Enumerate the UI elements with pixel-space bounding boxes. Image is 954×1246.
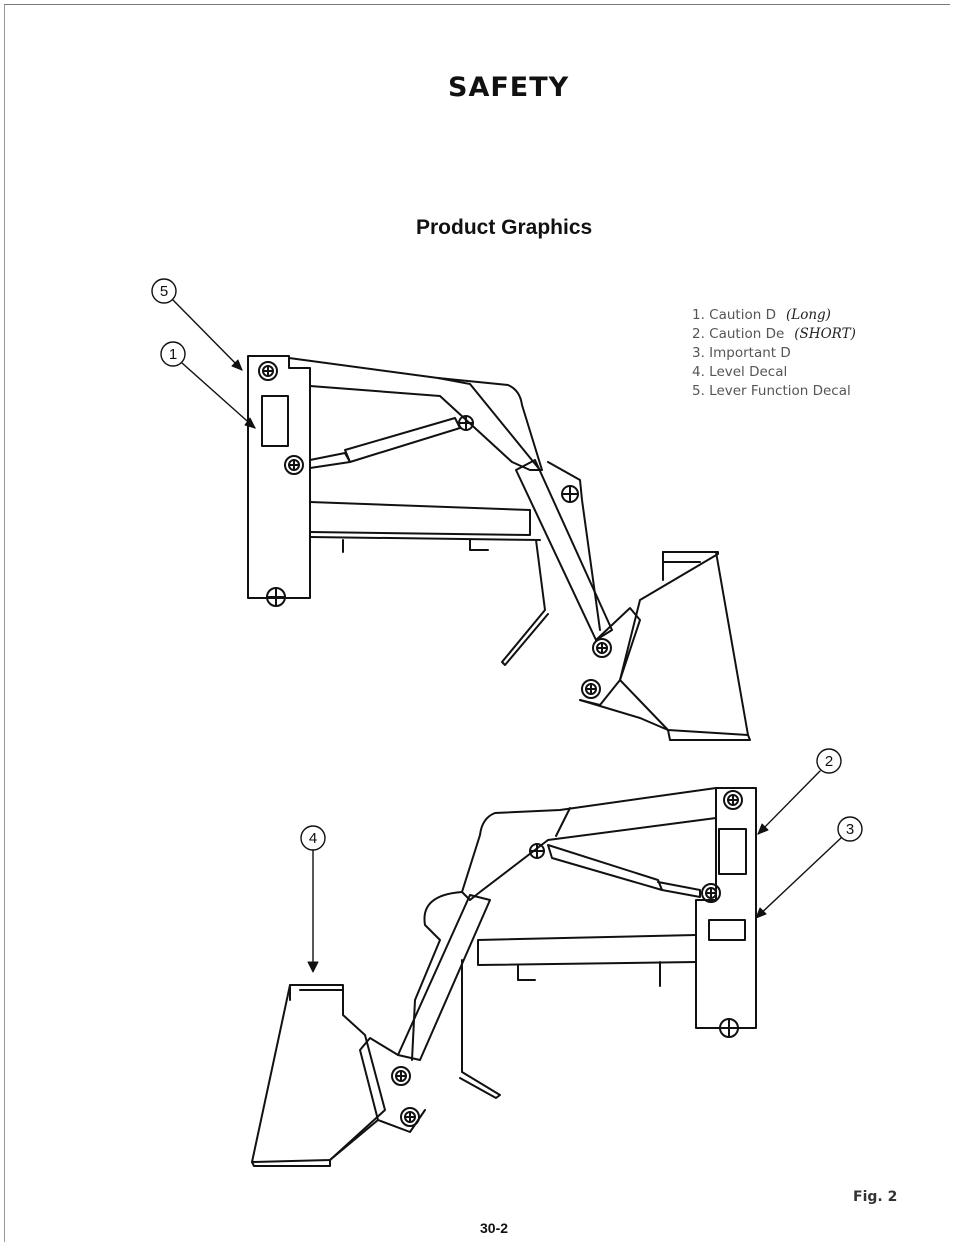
- page-title: SAFETY: [448, 72, 570, 103]
- pin-icon: [529, 843, 545, 859]
- legend-item-1: 1. Caution D (Long): [692, 306, 856, 325]
- pin-icon: [561, 485, 579, 503]
- callout-number: 2: [825, 753, 833, 770]
- loader-right-view: [247, 355, 751, 741]
- bucket-link-lower: [329, 1119, 379, 1161]
- bolt-icon: [391, 1066, 411, 1086]
- bucket-rim: [289, 984, 344, 1001]
- callout-number: 1: [169, 346, 177, 363]
- legend-item-4: 4. Level Decal: [692, 363, 856, 382]
- support-stand: [459, 959, 501, 1099]
- page-border: [4, 4, 950, 1242]
- frame-edge: [309, 536, 541, 541]
- figure-label: Fig. 2: [853, 1189, 898, 1205]
- section-title: Product Graphics: [416, 216, 593, 239]
- callout-5: 5: [151, 278, 243, 371]
- loader-left-view: [251, 787, 757, 1167]
- callout-3: 3: [755, 816, 863, 919]
- legend-item-label: 3. Important D: [692, 345, 791, 361]
- frame-rail: [477, 934, 697, 966]
- bucket-link-lower: [579, 699, 669, 731]
- legend-item-note: (SHORT): [794, 326, 856, 342]
- callout-number: 3: [846, 821, 854, 838]
- legend-item-note: (Long): [785, 307, 831, 323]
- support-stand: [501, 539, 549, 666]
- bucket-edge: [251, 1159, 331, 1167]
- callout-number: 5: [160, 283, 168, 300]
- bolt-icon: [400, 1107, 420, 1127]
- frame-rail: [309, 501, 531, 536]
- pin-icon: [458, 415, 474, 431]
- lift-arm: [397, 894, 491, 1061]
- bolt-icon: [266, 587, 286, 607]
- legend-item-label: 5. Lever Function Decal: [692, 383, 851, 399]
- bucket-link: [359, 1037, 426, 1133]
- legend-item-5: 5. Lever Function Decal: [692, 382, 856, 401]
- callout-1: 1: [160, 341, 256, 429]
- boom-plate: [437, 377, 541, 471]
- legend-item-label: 1. Caution D: [692, 307, 776, 323]
- decal-2-rect: [718, 828, 747, 875]
- decal-3-rect: [708, 919, 746, 941]
- bolt-icon: [258, 361, 278, 381]
- lift-arm: [515, 459, 613, 641]
- bolt-icon: [723, 790, 743, 810]
- callout-4: 4: [300, 825, 326, 973]
- boom-arm: [288, 357, 543, 471]
- hydraulic-cylinder: [547, 844, 663, 891]
- bolt-icon: [581, 679, 601, 699]
- legend-item-3: 3. Important D: [692, 344, 856, 363]
- frame-hooks: [517, 961, 661, 987]
- bucket: [619, 551, 749, 736]
- callout-2: 2: [757, 748, 842, 835]
- legend-item-label: 4. Level Decal: [692, 364, 788, 380]
- callout-number: 4: [309, 830, 317, 847]
- boom-arm: [461, 787, 717, 901]
- legend-item-2: 2. Caution De (SHORT): [692, 325, 856, 344]
- bucket-edge: [667, 729, 751, 741]
- lift-arm-rear: [411, 891, 463, 1061]
- mount-bracket: [695, 787, 757, 1029]
- bolt-icon: [284, 455, 304, 475]
- bolt-icon: [592, 638, 612, 658]
- decal-legend: 1. Caution D(Long) 2. Caution De(SHORT) …: [692, 306, 856, 401]
- mount-bracket: [247, 355, 311, 599]
- bolt-icon: [719, 1018, 739, 1038]
- hydraulic-cylinder: [344, 417, 461, 463]
- bolt-icon: [701, 883, 721, 903]
- decal-1-rect: [261, 395, 289, 447]
- frame-hooks: [342, 539, 489, 553]
- cylinder-rod: [309, 452, 351, 469]
- page-number: 30-2: [480, 1220, 509, 1236]
- boom-plate: [555, 807, 571, 837]
- lift-arm-rear: [547, 461, 601, 631]
- legend-item-label: 2. Caution De: [692, 326, 785, 342]
- bucket-rim: [662, 551, 701, 581]
- cylinder-rod: [657, 881, 701, 898]
